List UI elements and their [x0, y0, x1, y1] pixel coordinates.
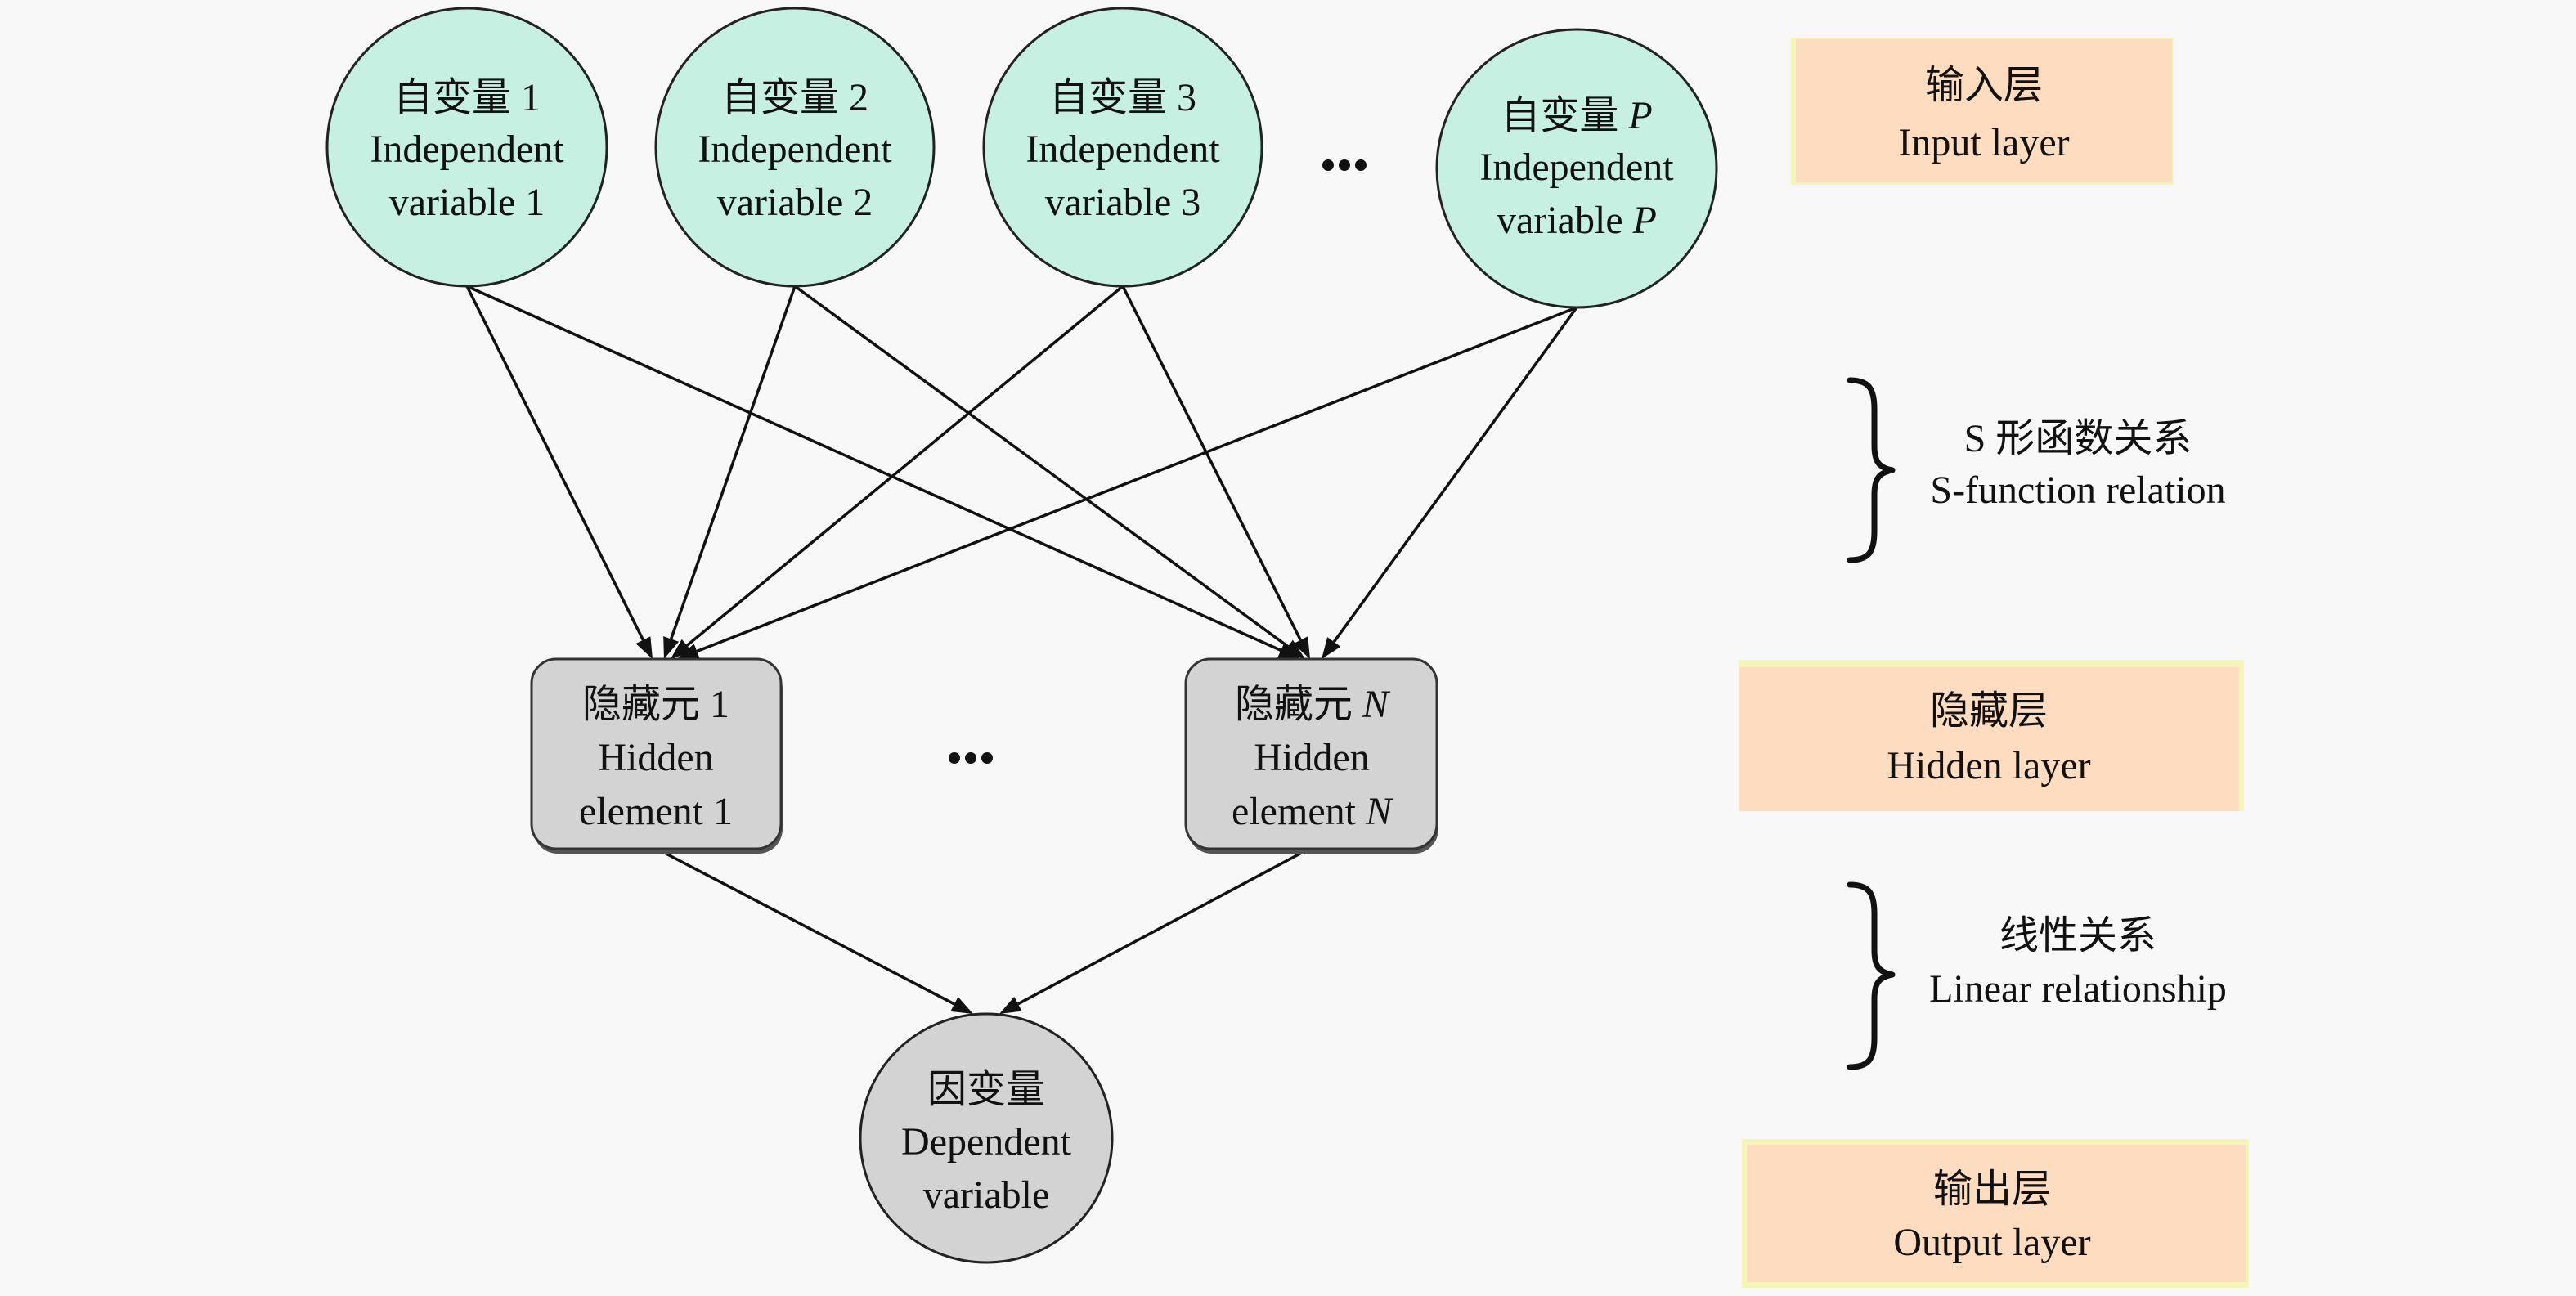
arrowhead-icon — [671, 639, 693, 659]
ellipsis-dot — [1322, 159, 1334, 171]
hidden-node-1-en1: Hidden — [598, 736, 713, 779]
edge-xP-h1 — [696, 306, 1577, 653]
zh-prefix: 自变量 — [1501, 94, 1628, 137]
output-node-shape — [859, 1012, 1114, 1264]
hidden-node-1-shape — [530, 657, 783, 850]
arrowhead-icon — [999, 996, 1022, 1014]
input-node-1-en1: Independent — [370, 128, 564, 171]
en2-italic-var: P — [1632, 199, 1657, 242]
input-ellipsis-icon — [1322, 159, 1367, 171]
output-layer-zh: 输出层 — [1933, 1168, 2051, 1211]
arrowhead-icon — [677, 644, 700, 659]
ellipsis-dot — [981, 752, 993, 764]
hidden-node-1: 隐藏元 1 Hidden element 1 — [530, 657, 783, 854]
en2-prefix: variable — [1497, 199, 1633, 242]
output-node-zh: 因变量 — [927, 1068, 1045, 1111]
input-node-2-en1: Independent — [698, 128, 892, 171]
input-node-p-en2: variable P — [1497, 199, 1657, 242]
input-node-3-zh: 自变量 3 — [1049, 76, 1196, 119]
hidden-ellipsis-icon — [949, 752, 993, 764]
output-layer-box — [1747, 1145, 2246, 1282]
output-layer-label: 输出层 Output layer — [1742, 1139, 2249, 1288]
edge-x3-h1 — [685, 285, 1124, 647]
hidden-node-1-en2: element 1 — [579, 790, 733, 833]
hidden-layer-label: 隐藏层 Hidden layer — [1739, 660, 2244, 811]
hidden-layer-en: Hidden layer — [1887, 744, 2090, 787]
input-node-1-en2: variable 1 — [389, 181, 545, 224]
output-node-en1: Dependent — [901, 1120, 1072, 1164]
s-function-relation: S 形函数关系 S-function relation — [1847, 377, 2226, 563]
linear-relationship: 线性关系 Linear relationship — [1847, 881, 2227, 1070]
arrowhead-icon — [1322, 637, 1341, 659]
input-node-2-shape — [654, 7, 936, 288]
input-node-1-zh: 自变量 1 — [393, 76, 541, 119]
hidden-node-n-en1: Hidden — [1254, 736, 1369, 779]
input-node-1: 自变量 1 Independent variable 1 — [325, 7, 608, 288]
hidden-node-n: 隐藏元 N Hidden element N — [1184, 657, 1438, 854]
hidden-layer-zh: 隐藏层 — [1930, 689, 2048, 733]
input-node-3-en1: Independent — [1025, 128, 1220, 171]
zh-italic-var: N — [1362, 683, 1391, 726]
edge-hN-y — [1017, 847, 1310, 1006]
input-node-3: 自变量 3 Independent variable 3 — [982, 7, 1263, 288]
zh-italic-var: P — [1627, 94, 1652, 137]
ellipsis-dot — [965, 752, 976, 764]
hidden-layer-box — [1739, 667, 2239, 811]
edge-x2-h1 — [669, 285, 797, 640]
hidden-node-n-shape — [1184, 657, 1438, 850]
edge-xP-hN — [1332, 306, 1578, 643]
output-node: 因变量 Dependent variable — [859, 1012, 1114, 1264]
arrowhead-icon — [950, 997, 973, 1014]
right-brace-icon — [1847, 377, 1896, 563]
input-node-1-shape — [325, 7, 608, 288]
arrowhead-icon — [1283, 639, 1305, 659]
en2-prefix: element — [1232, 790, 1366, 833]
input-node-2-zh: 自变量 2 — [721, 76, 868, 119]
ellipsis-dot — [1339, 159, 1350, 171]
input-layer-label: 输入层 Input layer — [1791, 38, 2174, 185]
edge-h1-y — [656, 847, 955, 1006]
input-node-p: 自变量 P Independent variable P — [1435, 28, 1718, 309]
edge-x3-hN — [1121, 285, 1302, 641]
hidden-node-1-zh: 隐藏元 1 — [582, 683, 729, 726]
arrowhead-icon — [663, 636, 680, 659]
arrowhead-icon — [1293, 636, 1310, 659]
edge-x1-h1 — [465, 285, 644, 641]
linear-relationship-zh: 线性关系 — [1999, 914, 2156, 957]
ellipsis-dot — [1355, 159, 1367, 171]
edge-x1-hN — [466, 285, 1281, 652]
hidden-node-n-en2: element N — [1232, 790, 1394, 833]
input-layer-zh: 输入层 — [1925, 64, 2043, 107]
input-layer-box — [1796, 39, 2172, 182]
output-node-en2: variable — [923, 1173, 1050, 1217]
arrowhead-icon — [635, 636, 653, 659]
edges-group — [465, 285, 1578, 1014]
hidden-node-n-zh: 隐藏元 N — [1235, 683, 1391, 726]
linear-relationship-en: Linear relationship — [1929, 967, 2227, 1011]
input-node-3-en2: variable 3 — [1045, 181, 1201, 224]
input-node-p-en1: Independent — [1479, 146, 1674, 189]
output-layer-en: Output layer — [1893, 1221, 2090, 1264]
input-node-p-shape — [1435, 28, 1718, 309]
input-layer-en: Input layer — [1898, 121, 2069, 164]
input-node-3-shape — [982, 7, 1263, 288]
zh-prefix: 隐藏元 — [1235, 683, 1362, 726]
input-node-2-en2: variable 2 — [717, 181, 873, 224]
right-brace-icon — [1847, 881, 1896, 1070]
en2-italic-var: N — [1365, 790, 1394, 833]
s-function-relation-zh: S 形函数关系 — [1964, 417, 2192, 460]
edge-x2-hN — [793, 285, 1290, 648]
s-function-relation-en: S-function relation — [1930, 469, 2225, 512]
input-node-p-zh: 自变量 P — [1501, 94, 1652, 137]
ellipsis-dot — [949, 752, 960, 764]
input-node-2: 自变量 2 Independent variable 2 — [654, 7, 936, 288]
